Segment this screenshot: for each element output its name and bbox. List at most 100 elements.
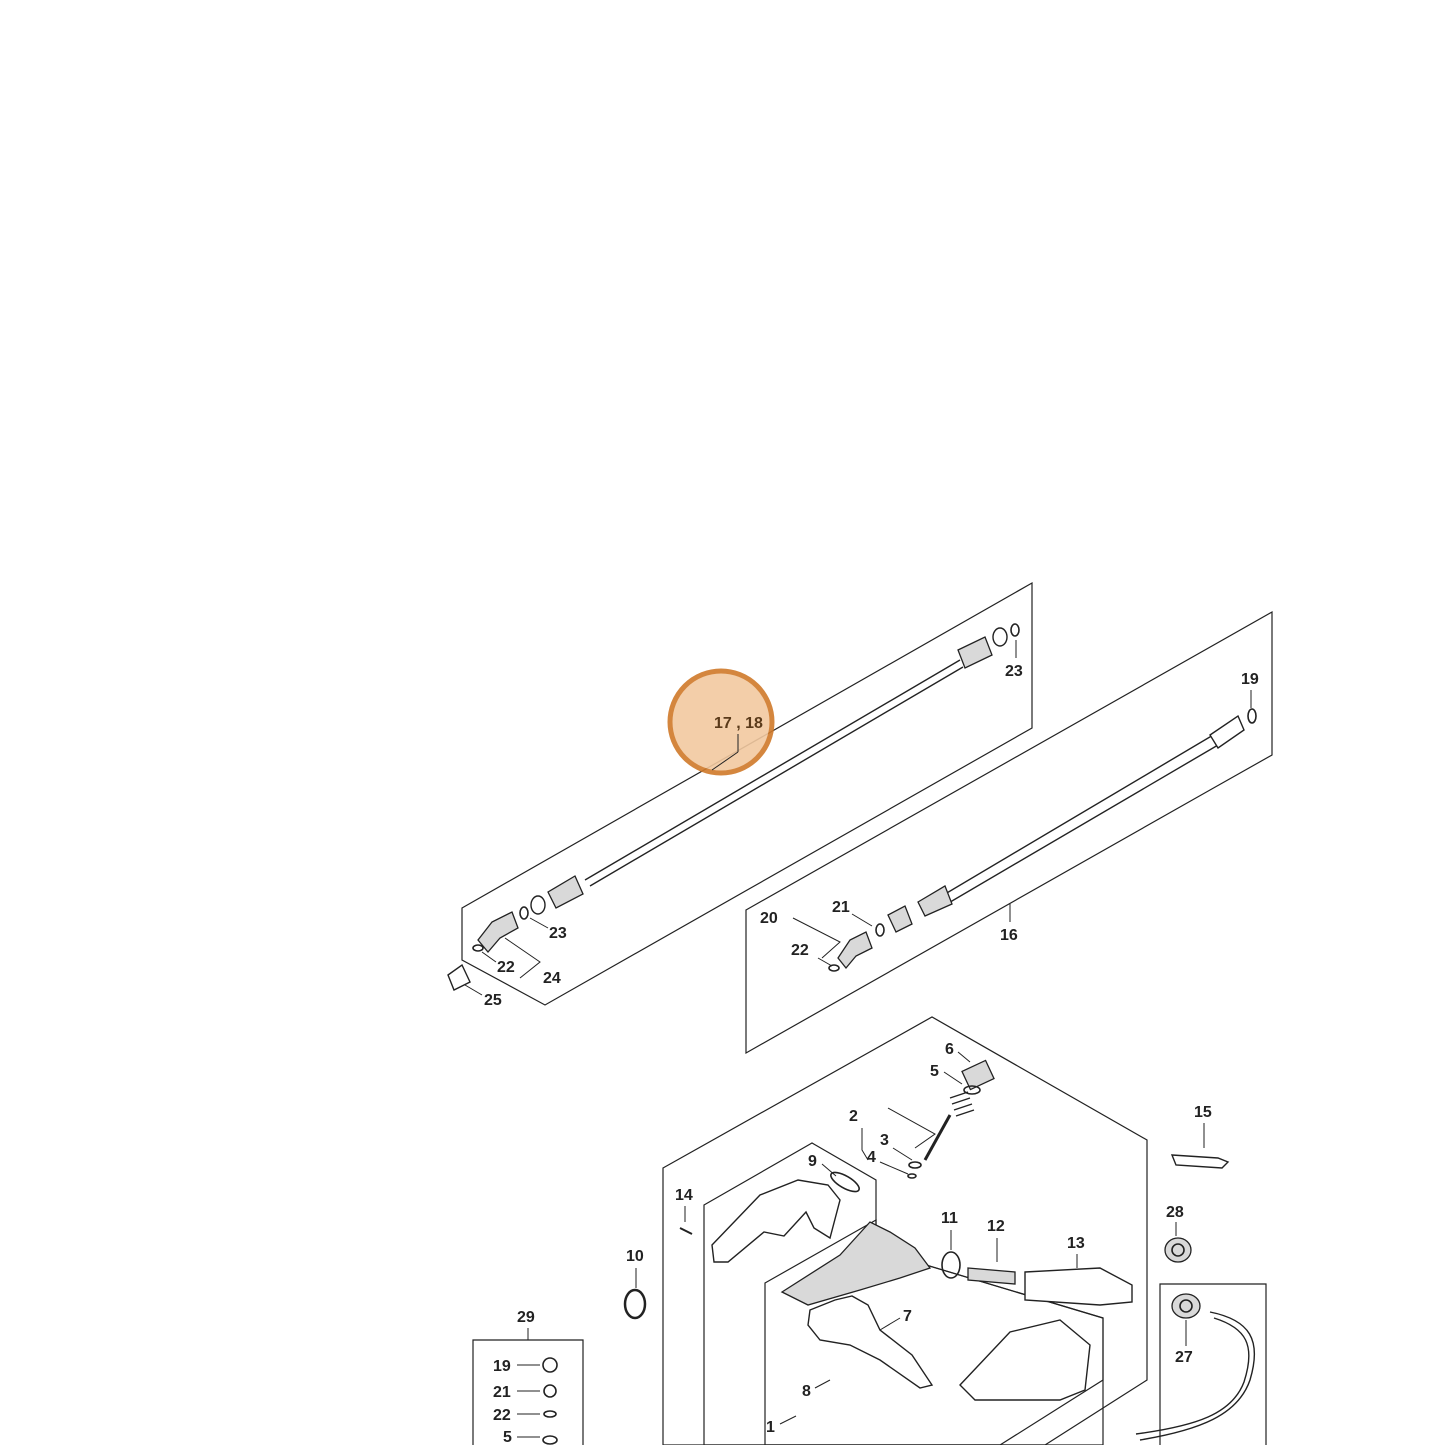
callout-5-kit: 5 — [503, 1429, 512, 1445]
valve-spring — [949, 1091, 975, 1117]
callout-22-wand-leader — [817, 957, 833, 967]
callout-12: 12 — [987, 1218, 1005, 1235]
callout-15: 15 — [1194, 1104, 1212, 1121]
hose-group: 27 — [1135, 1283, 1267, 1445]
seal-kit-group: 29 19 21 22 5 — [472, 1309, 584, 1445]
hose-edge — [1135, 1317, 1250, 1435]
callout-16: 16 — [1000, 927, 1018, 944]
adapter-tube-12 — [967, 1267, 1016, 1285]
valve-oring-3 — [908, 1161, 922, 1169]
callout-7-leader — [879, 1317, 901, 1331]
lance-group-frame — [461, 581, 1033, 1006]
callout-24-bracket — [504, 937, 541, 979]
spray-wand-group: 19 16 21 20 22 — [745, 610, 1273, 1055]
callout-5-gun: 5 — [930, 1063, 939, 1080]
grip-cover — [959, 1319, 1091, 1401]
callout-19-kit: 19 — [493, 1358, 511, 1375]
valve-body — [780, 1221, 932, 1306]
wand-lower-fitting — [917, 885, 953, 917]
spray-gun-outer-frame — [662, 1016, 1148, 1445]
screw-14 — [679, 1227, 693, 1235]
kit-ring-19 — [542, 1357, 558, 1373]
gun-seal-ring-9 — [830, 1171, 860, 1193]
callout-10: 10 — [626, 1248, 644, 1265]
callout-23-top: 23 — [1005, 663, 1023, 680]
wand-flare — [1209, 714, 1245, 749]
callout-19-top: 19 — [1241, 671, 1259, 688]
callout-3: 3 — [880, 1132, 889, 1149]
callout-27: 27 — [1175, 1349, 1193, 1366]
callout-9-leader — [821, 1163, 837, 1177]
callout-21-wand: 21 — [832, 899, 850, 916]
wand-washer — [875, 923, 885, 937]
wand-tube-edge — [939, 737, 1231, 909]
callout-17-18-leader-b — [711, 751, 739, 771]
coupling-nut-28 — [1164, 1237, 1192, 1263]
callout-9: 9 — [808, 1153, 817, 1170]
spray-gun-group: 6 5 2 3 4 9 14 11 12 13 7 8 1 — [662, 1016, 1148, 1445]
callout-23-bottom-leader — [529, 917, 549, 929]
callout-6-leader — [957, 1051, 971, 1063]
callout-21-wand-leader — [851, 913, 873, 927]
wand-nut — [887, 905, 913, 933]
callout-28: 28 — [1166, 1204, 1184, 1221]
nozzle-tip-cap — [447, 963, 471, 991]
callout-25-leader — [464, 984, 483, 996]
lance-bottom-nut — [547, 875, 584, 909]
seal-ring-11 — [941, 1251, 961, 1279]
spray-wand-frame — [745, 610, 1273, 1055]
callout-8: 8 — [802, 1383, 811, 1400]
callout-21-kit: 21 — [493, 1384, 511, 1401]
callout-20-bracket — [792, 917, 841, 959]
callout-6: 6 — [945, 1041, 954, 1058]
lance-top-nut — [957, 636, 993, 669]
valve-oring-4 — [907, 1173, 917, 1179]
callout-24: 24 — [543, 970, 561, 987]
seal-kit-frame — [472, 1339, 584, 1445]
callout-22-wand: 22 — [791, 942, 809, 959]
hose-coupling-27 — [1171, 1293, 1201, 1319]
trigger-7 — [807, 1295, 934, 1389]
sleeve-13 — [1024, 1267, 1133, 1306]
callout-11: 11 — [941, 1210, 958, 1227]
callout-1-leader — [779, 1415, 797, 1425]
callout-2-bracket — [887, 1107, 936, 1149]
lance-assembly-group: 17 , 18 23 23 22 24 25 — [447, 581, 1033, 1009]
callout-13: 13 — [1067, 1235, 1085, 1252]
callout-4: 4 — [867, 1149, 876, 1166]
lance-tube-edge — [589, 666, 964, 887]
callout-29: 29 — [517, 1309, 535, 1326]
callout-8-leader — [814, 1379, 831, 1389]
lance-top-washer — [1010, 623, 1020, 637]
wand-nozzle-elbow — [837, 931, 873, 970]
kit-ring-21 — [543, 1384, 557, 1398]
callout-7: 7 — [903, 1308, 912, 1325]
part-15 — [1170, 1154, 1230, 1169]
lance-tube — [584, 659, 961, 881]
seal-ring-10 — [623, 1288, 647, 1320]
callout-22-lance: 22 — [497, 959, 515, 976]
callout-22-lance-leader — [481, 951, 497, 963]
callout-5-gun-leader — [943, 1071, 963, 1085]
valve-stem-2 — [923, 1114, 952, 1161]
kit-ring-5 — [542, 1435, 558, 1445]
wand-top-oring — [1247, 708, 1257, 724]
callout-25: 25 — [484, 992, 502, 1009]
callout-4-leader — [879, 1161, 909, 1175]
valve-seal-5 — [963, 1085, 981, 1095]
gun-handle-half — [711, 1179, 841, 1263]
wand-tube — [934, 727, 1226, 901]
valve-cap-6 — [961, 1059, 995, 1091]
lance-bottom-collar — [530, 895, 546, 915]
callout-22-kit: 22 — [493, 1407, 511, 1424]
callout-14: 14 — [675, 1187, 693, 1204]
callout-1: 1 — [766, 1419, 775, 1436]
callout-3-leader — [892, 1147, 913, 1161]
wand-nozzle-oring — [828, 964, 840, 972]
callout-23-bottom: 23 — [549, 925, 567, 942]
hose-coupling-27-bore — [1179, 1299, 1193, 1313]
highlight-marker[interactable] — [667, 668, 775, 776]
lance-nozzle-elbow — [477, 911, 519, 954]
callout-20: 20 — [760, 910, 778, 927]
